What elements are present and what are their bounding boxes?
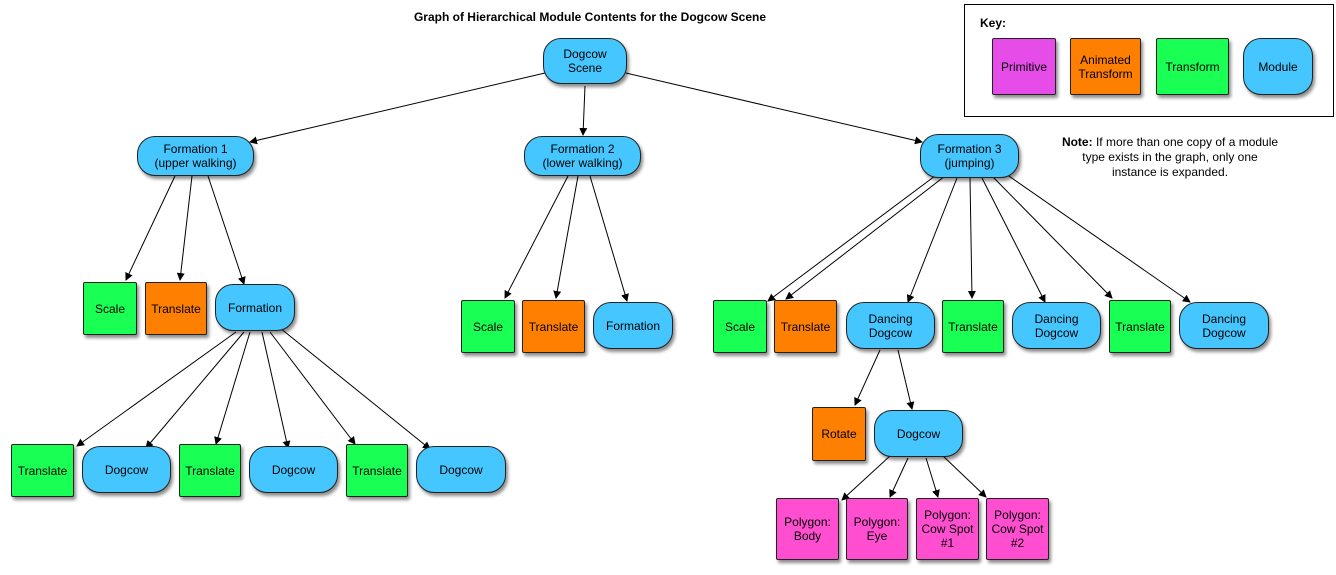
edge-f1-translate [176,175,193,281]
node-f3-translate-2: Translate [942,300,1004,353]
node-f1-translate: Translate [145,282,207,335]
edge-fm-t2 [214,331,251,445]
node-formation-2: Formation 2 (lower walking) [524,136,641,176]
node-f3-translate: Translate [774,300,837,353]
node-f2-scale: Scale [461,300,515,353]
note-body: If more than one copy of a module type e… [1082,135,1279,179]
node-polygon-cow-spot-1: Polygon: Cow Spot #1 [916,498,979,560]
node-polygon-body: Polygon: Body [776,498,839,560]
node-fm-dogcow-3: Dogcow [416,446,506,493]
note-text: Note: If more than one copy of a module … [1060,135,1280,180]
diagram-title: Graph of Hierarchical Module Contents fo… [413,10,767,24]
node-polygon-cow-spot-2: Polygon: Cow Spot #2 [986,498,1049,560]
node-formation-1: Formation 1 (upper walking) [137,136,254,176]
edge-dogcow-spot1 [925,457,940,498]
edge-root-f1 [249,72,546,145]
edge-fm-t1 [76,331,237,447]
edge-f1-scale [125,175,176,281]
key-transform: Transform [1156,38,1229,95]
edge-f2-scale [504,175,569,299]
node-dogcow-scene: Dogcow Scene [543,38,627,84]
key-title: Key: [980,16,1007,30]
node-f3-translate-3: Translate [1109,300,1171,353]
node-rotate: Rotate [812,407,866,461]
edge-f3-dd2 [981,177,1046,303]
edge-f3-t2 [967,177,976,299]
edge-dogcow-spot2 [941,454,987,498]
node-f1-formation: Formation [215,284,295,331]
node-polygon-eye: Polygon: Eye [846,498,908,560]
note-label: Note: [1061,135,1093,149]
edge-f3-dd3 [1005,173,1191,303]
edge-f3-t3 [991,175,1113,299]
node-f2-translate: Translate [522,300,585,353]
node-f3-scale: Scale [713,300,767,353]
node-f1-scale: Scale [83,282,137,335]
key-animated-transform: Animated Transform [1070,38,1141,95]
node-dogcow: Dogcow [874,410,963,457]
edge-dogcow-body [841,455,891,501]
node-formation-3: Formation 3 (jumping) [920,134,1019,178]
edge-root-f2 [579,85,588,136]
edge-dd1-dogcow [897,349,915,410]
key-module: Module [1243,38,1313,95]
edge-f3-dd1 [906,177,958,303]
edge-fm-t3 [269,331,356,445]
edge-f1-formation [207,175,246,285]
edge-f2-translate [553,175,579,299]
node-fm-translate-1: Translate [11,444,74,497]
node-f3-dancing-dogcow-3: Dancing Dogcow [1179,302,1269,349]
node-fm-dogcow-1: Dogcow [82,446,171,493]
node-f3-dancing-dogcow-1: Dancing Dogcow [846,302,935,349]
key-primitive: Primitive [992,38,1056,95]
edge-f3-translate [785,175,946,300]
key-legend [964,4,1334,117]
node-fm-dogcow-2: Dogcow [249,446,338,493]
node-fm-translate-3: Translate [346,444,408,497]
node-f3-dancing-dogcow-2: Dancing Dogcow [1012,302,1101,349]
node-fm-translate-2: Translate [179,444,241,497]
edge-f2-formation [589,175,629,302]
edge-fm-d2 [261,331,291,449]
edge-root-f3 [625,72,923,145]
edge-dd1-rotate [854,349,881,406]
edge-fm-d1 [145,331,245,449]
node-f2-formation: Formation [593,302,673,349]
edge-dogcow-eye [889,457,909,498]
edge-f3-scale [767,175,936,302]
edge-fm-d3 [279,327,431,450]
